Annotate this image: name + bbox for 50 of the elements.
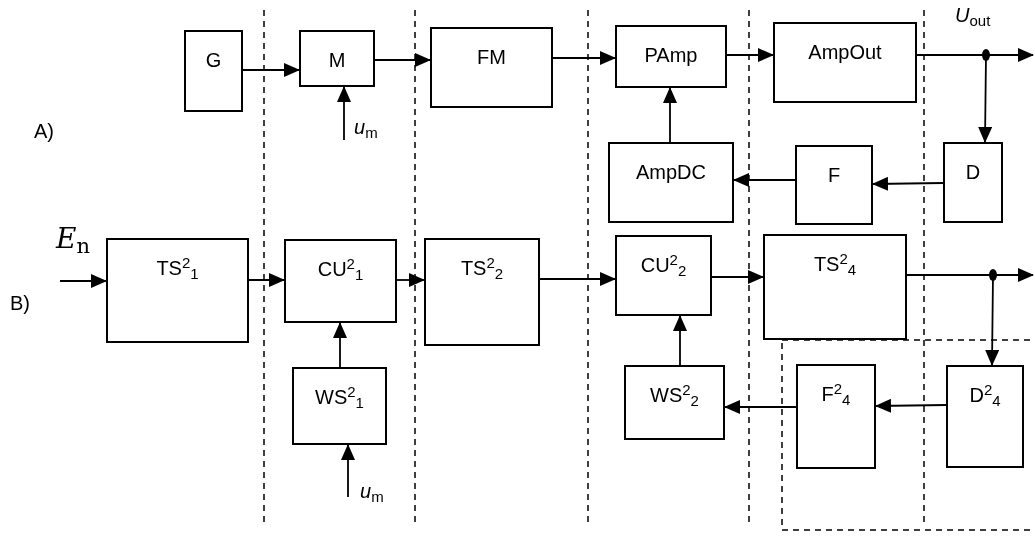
arrow <box>663 87 677 143</box>
block-label: AmpDC <box>636 160 706 184</box>
block-box <box>299 30 375 87</box>
block-label: FM <box>477 45 506 69</box>
arrow <box>726 48 774 62</box>
block-label: D <box>965 160 981 184</box>
block-box <box>615 235 712 316</box>
signal-label: E$_{n}$ <box>56 221 90 260</box>
signal-label: U$_{out}$ <box>955 3 991 30</box>
block-label: M <box>328 48 346 72</box>
block-box <box>424 238 540 346</box>
arrow <box>374 53 431 67</box>
signal-label: u$_{m}$ <box>354 115 378 142</box>
arrow <box>333 322 347 368</box>
block-label: AmpOut <box>808 40 882 64</box>
arrow <box>916 54 993 143</box>
arrow <box>337 86 351 141</box>
block-box <box>795 145 873 225</box>
block-box <box>796 364 876 469</box>
section-label: A) <box>34 119 54 144</box>
block-box <box>946 365 1024 468</box>
arrow <box>59 274 107 288</box>
signal-label: u$_{m}$ <box>360 479 384 506</box>
arrow <box>396 273 425 287</box>
block-box <box>608 142 734 223</box>
arrow <box>341 444 355 498</box>
arrow <box>673 315 687 366</box>
arrow <box>711 270 764 284</box>
block-box <box>624 365 725 440</box>
block-box <box>773 22 917 103</box>
block-box <box>430 27 553 108</box>
block-label: G <box>205 48 222 72</box>
block-box <box>184 30 243 112</box>
arrow <box>248 273 285 287</box>
arrow <box>875 398 947 413</box>
arrow <box>552 51 616 65</box>
block-box <box>284 239 397 323</box>
block-box <box>292 367 387 445</box>
block-box <box>763 234 907 340</box>
block-box <box>106 238 249 343</box>
arrow <box>242 63 300 77</box>
arrow <box>733 173 796 187</box>
block-label: F <box>827 163 841 187</box>
block-label: PAmp <box>644 43 698 67</box>
arrow <box>724 400 797 414</box>
arrow <box>872 176 944 191</box>
block-box <box>943 142 1003 223</box>
section-label: B) <box>10 291 30 316</box>
block-box <box>615 25 727 88</box>
arrow <box>539 272 616 286</box>
